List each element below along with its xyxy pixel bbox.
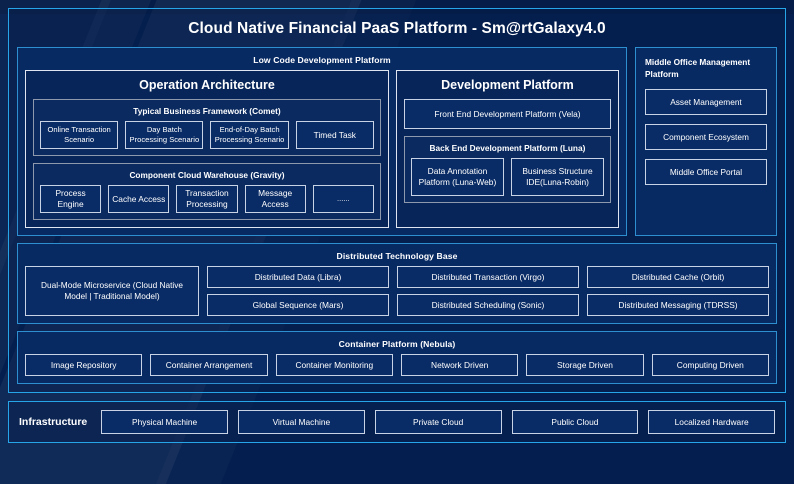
box-dual-mode-microservice[interactable]: Dual-Mode Microservice (Cloud Native Mod… (25, 266, 199, 316)
container-platform-panel: Container Platform (Nebula) Image Reposi… (17, 331, 777, 384)
box-network-driven[interactable]: Network Driven (400, 354, 519, 376)
distributed-technology-base-panel: Distributed Technology Base Dual-Mode Mi… (17, 243, 777, 324)
infrastructure-label: Infrastructure (19, 416, 88, 428)
box-online-transaction-scenario[interactable]: Online Transaction Scenario (40, 121, 119, 149)
platform-frame: Cloud Native Financial PaaS Platform - S… (8, 8, 786, 393)
box-middle-office-portal[interactable]: Middle Office Portal (645, 159, 767, 186)
infrastructure-items: Physical Machine Virtual Machine Private… (101, 410, 776, 434)
box-image-repository[interactable]: Image Repository (25, 354, 143, 376)
box-message-access[interactable]: Message Access (244, 185, 306, 213)
operation-architecture-panel: Operation Architecture Typical Business … (25, 70, 389, 228)
middle-office-platform-title: Middle Office Management Platform (645, 57, 751, 80)
box-private-cloud[interactable]: Private Cloud (374, 410, 502, 434)
box-storage-driven[interactable]: Storage Driven (526, 354, 644, 376)
development-platform-title: Development Platform (441, 78, 574, 92)
component-cloud-warehouse-title: Component Cloud Warehouse (Gravity) (129, 170, 285, 180)
dual-mode-microservice-wrapper: Dual-Mode Microservice (Cloud Native Mod… (25, 266, 199, 316)
operation-architecture-column: Operation Architecture Typical Business … (25, 70, 389, 228)
typical-business-framework-group: Typical Business Framework (Comet) Onlin… (33, 99, 381, 156)
component-cloud-warehouse-group: Component Cloud Warehouse (Gravity) Proc… (33, 163, 381, 220)
middle-office-items: Asset Management Component Ecosystem Mid… (645, 89, 767, 226)
box-container-arrangement[interactable]: Container Arrangement (150, 354, 268, 376)
back-end-development-platform-items: Data Annotation Platform (Luna-Web) Busi… (410, 158, 604, 196)
back-end-development-platform-group: Back End Development Platform (Luna) Dat… (403, 136, 611, 203)
back-end-development-platform-title: Back End Development Platform (Luna) (429, 143, 586, 153)
typical-business-framework-title: Typical Business Framework (Comet) (133, 106, 281, 116)
box-asset-management[interactable]: Asset Management (645, 89, 767, 116)
box-distributed-cache[interactable]: Distributed Cache (Orbit) (587, 266, 769, 288)
box-process-engine[interactable]: Process Engine (40, 185, 102, 213)
infrastructure-panel: Infrastructure Physical Machine Virtual … (8, 401, 786, 443)
box-front-end-development-platform[interactable]: Front End Development Platform (Vela) (403, 99, 611, 129)
box-component-ecosystem[interactable]: Component Ecosystem (645, 124, 767, 151)
box-business-structure-ide[interactable]: Business Structure IDE(Luna-Robin) (510, 158, 604, 196)
development-platform-panel: Development Platform Front End Developme… (395, 70, 619, 228)
container-platform-title: Container Platform (Nebula) (338, 339, 456, 349)
box-container-monitoring[interactable]: Container Monitoring (275, 354, 393, 376)
box-cache-access[interactable]: Cache Access (108, 185, 170, 213)
distributed-technology-base-title: Distributed Technology Base (336, 251, 458, 261)
box-day-batch-processing-scenario[interactable]: Day Batch Processing Scenario (125, 121, 204, 149)
low-code-platform-title: Low Code Development Platform (253, 55, 391, 65)
distributed-technology-base-body: Dual-Mode Microservice (Cloud Native Mod… (25, 266, 769, 316)
top-region: Low Code Development Platform Operation … (17, 47, 777, 236)
distributed-technology-base-grid: Distributed Data (Libra) Distributed Tra… (207, 266, 769, 316)
low-code-development-platform-panel: Low Code Development Platform Operation … (17, 47, 627, 236)
box-distributed-transaction[interactable]: Distributed Transaction (Virgo) (397, 266, 579, 288)
operation-architecture-title: Operation Architecture (139, 78, 275, 92)
container-platform-items: Image Repository Container Arrangement C… (25, 354, 769, 376)
box-distributed-data[interactable]: Distributed Data (Libra) (207, 266, 389, 288)
box-end-of-day-batch-processing-scenario[interactable]: End-of-Day Batch Processing Scenario (210, 121, 289, 149)
development-platform-column: Development Platform Front End Developme… (395, 70, 619, 228)
box-data-annotation-platform[interactable]: Data Annotation Platform (Luna-Web) (410, 158, 504, 196)
middle-office-management-platform-panel: Middle Office Management Platform Asset … (635, 47, 777, 236)
box-more-ellipsis[interactable]: ...... (312, 185, 374, 213)
typical-business-framework-items: Online Transaction Scenario Day Batch Pr… (40, 121, 374, 149)
box-virtual-machine[interactable]: Virtual Machine (238, 410, 365, 434)
box-computing-driven[interactable]: Computing Driven (651, 354, 769, 376)
box-global-sequence[interactable]: Global Sequence (Mars) (207, 294, 389, 316)
box-transaction-processing[interactable]: Transaction Processing (176, 185, 238, 213)
box-distributed-scheduling[interactable]: Distributed Scheduling (Sonic) (397, 294, 579, 316)
box-public-cloud[interactable]: Public Cloud (511, 410, 639, 434)
box-localized-hardware[interactable]: Localized Hardware (648, 410, 776, 434)
component-cloud-warehouse-items: Process Engine Cache Access Transaction … (40, 185, 374, 213)
low-code-columns: Operation Architecture Typical Business … (25, 70, 619, 228)
box-timed-task[interactable]: Timed Task (295, 121, 374, 149)
box-physical-machine[interactable]: Physical Machine (101, 410, 229, 434)
page-title: Cloud Native Financial PaaS Platform - S… (188, 20, 606, 37)
box-distributed-messaging[interactable]: Distributed Messaging (TDRSS) (587, 294, 769, 316)
background-top-band (0, 0, 794, 14)
